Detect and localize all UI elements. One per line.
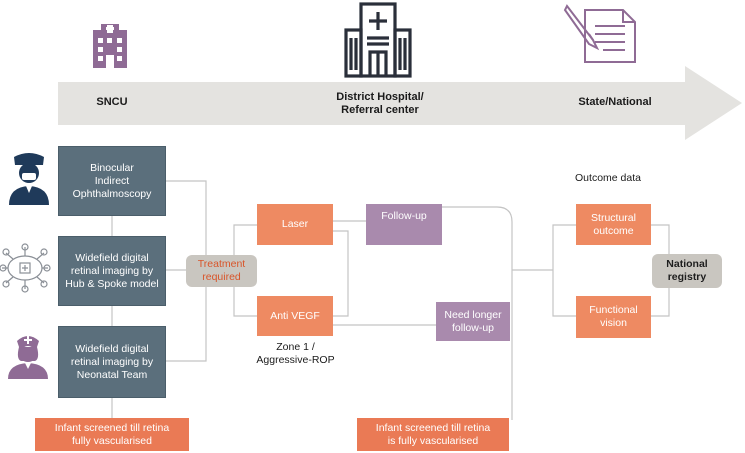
hub-spoke-network-icon xyxy=(0,243,51,293)
zone-aggressive-rop-note: Zone 1 / Aggressive-ROP xyxy=(256,341,335,366)
screening-box-bio: Binocular Indirect Ophthalmoscopy xyxy=(58,146,166,216)
hospital-building-icon xyxy=(93,24,127,68)
treatment-required-box: Treatment required xyxy=(186,255,257,287)
functional-vision-box: Functional vision xyxy=(576,296,651,338)
process-arrow xyxy=(58,66,742,140)
laser-box: Laser xyxy=(257,204,333,245)
screening-box-neonatal: Widefield digital retinal imaging by Neo… xyxy=(58,326,166,398)
structural-outcome-box: Structural outcome xyxy=(576,204,651,245)
connector-followup-right xyxy=(442,206,513,420)
stage-label-state: State/National xyxy=(578,96,652,108)
longer-follow-up-box: Need longer follow-up xyxy=(436,302,510,341)
follow-up-box: Follow-up xyxy=(366,204,442,245)
doctor-avatar-icon xyxy=(9,153,49,205)
outcome-data-header: Outcome data xyxy=(575,172,641,184)
connector-lasers-bracket xyxy=(333,230,349,317)
infant-screened-mid-box: Infant screened till retina is fully vas… xyxy=(357,418,509,451)
district-hospital-icon xyxy=(344,2,412,78)
stage-label-sncu: SNCU xyxy=(96,96,128,108)
document-pen-icon xyxy=(563,4,636,63)
infant-screened-left-box: Infant screened till retina fully vascul… xyxy=(35,418,189,451)
screening-box-hub-spoke: Widefield digital retinal imaging by Hub… xyxy=(58,236,166,306)
stage-label-district: District Hospital/ Referral center xyxy=(336,91,424,116)
national-registry-box: National registry xyxy=(652,254,722,288)
connector-outcome-bracket xyxy=(552,224,576,317)
nurse-avatar-icon xyxy=(8,336,48,379)
anti-vegf-box: Anti VEGF xyxy=(257,296,333,336)
